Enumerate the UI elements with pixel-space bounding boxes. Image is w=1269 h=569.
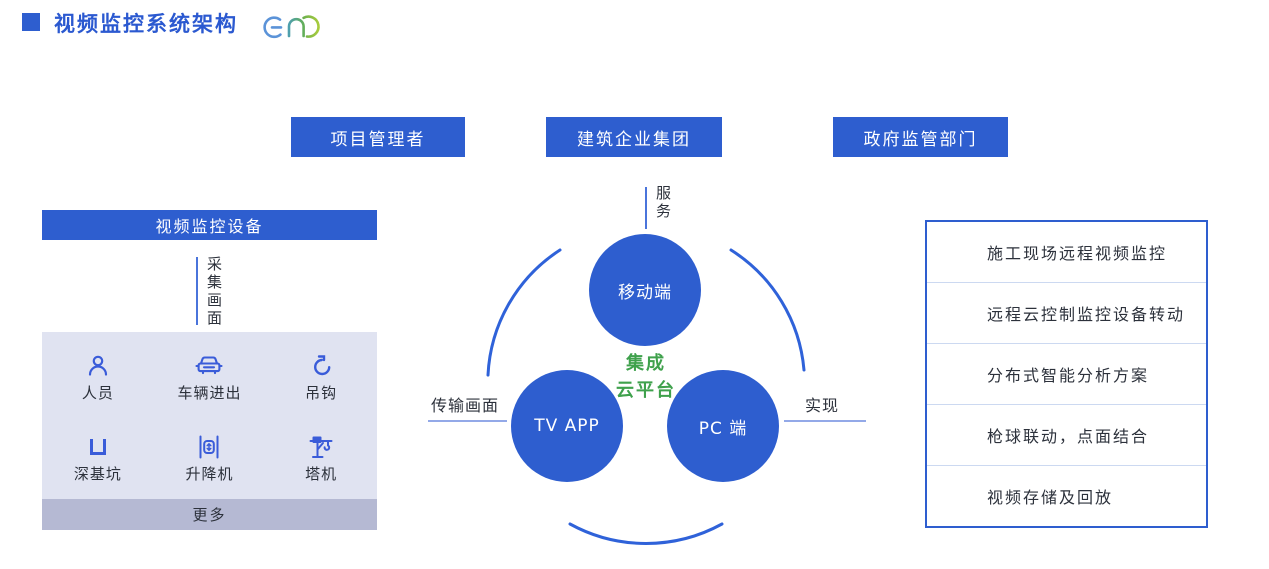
features-box: 施工现场远程视频监控 远程云控制监控设备转动 分布式智能分析方案 枪球联动，点面… [925,220,1208,528]
collect-flow-line [196,257,198,325]
hook-icon [308,351,334,379]
feature-row: 施工现场远程视频监控 [927,222,1206,283]
role-box-project-manager: 项目管理者 [291,117,465,157]
node-pc: PC 端 [667,370,779,482]
pit-icon [85,432,111,460]
node-label: 移动端 [618,282,672,303]
device-item-lift: 升降机 [154,418,266,500]
node-mobile: 移动端 [589,234,701,346]
device-panel: 人员 车辆进出 [42,332,377,530]
device-item-vehicle: 车辆进出 [154,336,266,418]
feature-row: 枪球联动，点面结合 [927,405,1206,466]
cloud-platform-title: 集成 云平台 [596,350,696,404]
feature-row: 视频存储及回放 [927,466,1206,526]
device-panel-title: 视频监控设备 [155,217,264,236]
device-label: 深基坑 [73,465,122,484]
device-panel-header: 视频监控设备 [42,210,377,240]
cloud-platform-title-line1: 集成 [626,353,666,374]
device-item-pit: 深基坑 [42,418,154,500]
gn-logo-icon [263,15,320,39]
role-box-government-regulator: 政府监管部门 [833,117,1008,157]
role-box-label: 项目管理者 [330,129,426,150]
device-grid: 人员 车辆进出 [42,332,377,499]
feature-label: 分布式智能分析方案 [987,366,1150,385]
device-label: 车辆进出 [177,383,242,402]
node-tv-app: TV APP [511,370,623,482]
role-box-label: 政府监管部门 [863,129,978,150]
device-label: 人员 [81,383,114,402]
node-label: TV APP [534,416,600,436]
service-label: 服务 [654,185,672,221]
transmit-label: 传输画面 [431,396,500,415]
vehicle-icon [194,351,224,379]
realize-label: 实现 [805,396,840,415]
device-item-person: 人员 [42,336,154,418]
role-box-label: 建筑企业集团 [577,129,691,150]
feature-label: 视频存储及回放 [987,488,1114,507]
device-item-hook: 吊钩 [265,336,377,418]
transmit-connector-line [428,420,507,422]
feature-label: 枪球联动，点面结合 [987,427,1150,446]
device-label: 塔机 [305,465,338,484]
tower-crane-icon [307,432,335,460]
page-title: 视频监控系统架构 [54,12,238,36]
more-bar: 更多 [42,499,377,530]
feature-label: 远程云控制监控设备转动 [987,305,1186,324]
feature-label: 施工现场远程视频监控 [987,244,1168,263]
device-label: 升降机 [185,465,234,484]
person-icon [85,351,111,379]
collect-flow-label: 采集画面 [205,256,223,328]
role-box-construction-group: 建筑企业集团 [546,117,722,157]
service-connector-line [645,187,647,229]
title-bullet [22,13,40,31]
more-label: 更多 [192,506,227,524]
realize-connector-line [784,420,866,422]
device-item-tower-crane: 塔机 [265,418,377,500]
feature-row: 远程云控制监控设备转动 [927,283,1206,344]
node-label: PC 端 [698,418,748,439]
cloud-platform-title-line2: 云平台 [616,380,676,401]
lift-icon [196,432,222,460]
feature-row: 分布式智能分析方案 [927,344,1206,405]
device-label: 吊钩 [305,383,338,402]
